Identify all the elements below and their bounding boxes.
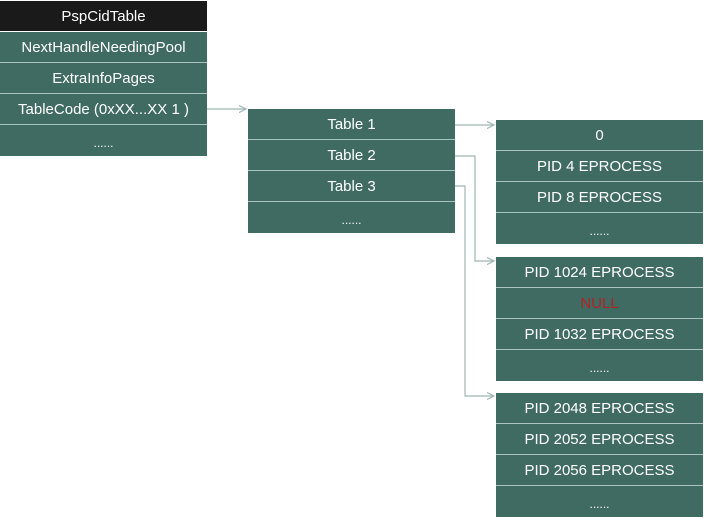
level1-table-box: Table 1 Table 2 Table 3 ...... bbox=[248, 109, 455, 233]
table-2-box: PID 1024 EPROCESS NULL PID 1032 EPROCESS… bbox=[496, 257, 703, 381]
pspcidtable-header: PspCidTable bbox=[0, 1, 207, 32]
level1-ellipsis: ...... bbox=[248, 202, 455, 233]
table-3-entry: PID 2056 EPROCESS bbox=[496, 455, 703, 486]
table-3-box: PID 2048 EPROCESS PID 2052 EPROCESS PID … bbox=[496, 393, 703, 517]
field-extra-info-pages: ExtraInfoPages bbox=[0, 63, 207, 94]
table-1-entry: PID 8 EPROCESS bbox=[496, 182, 703, 213]
level1-entry-table-1: Table 1 bbox=[248, 109, 455, 140]
table-1-box: 0 PID 4 EPROCESS PID 8 EPROCESS ...... bbox=[496, 120, 703, 244]
pspcidtable-box: PspCidTable NextHandleNeedingPool ExtraI… bbox=[0, 1, 207, 156]
table-2-entry: PID 1024 EPROCESS bbox=[496, 257, 703, 288]
arrow-table2-to-table2-box bbox=[455, 155, 494, 261]
level1-entry-table-3: Table 3 bbox=[248, 171, 455, 202]
table-3-entry: PID 2048 EPROCESS bbox=[496, 393, 703, 424]
field-table-code: TableCode (0xXX...XX 1 ) bbox=[0, 94, 207, 125]
table-1-entry: 0 bbox=[496, 120, 703, 151]
level1-entry-table-2: Table 2 bbox=[248, 140, 455, 171]
arrow-table3-to-table3-box bbox=[455, 185, 494, 396]
table-1-ellipsis: ...... bbox=[496, 213, 703, 244]
pspcidtable-ellipsis: ...... bbox=[0, 125, 207, 156]
table-2-entry: PID 1032 EPROCESS bbox=[496, 319, 703, 350]
field-next-handle-needing-pool: NextHandleNeedingPool bbox=[0, 32, 207, 63]
table-3-ellipsis: ...... bbox=[496, 486, 703, 517]
table-3-entry: PID 2052 EPROCESS bbox=[496, 424, 703, 455]
table-1-entry: PID 4 EPROCESS bbox=[496, 151, 703, 182]
table-2-null-entry: NULL bbox=[496, 288, 703, 319]
table-2-ellipsis: ...... bbox=[496, 350, 703, 381]
